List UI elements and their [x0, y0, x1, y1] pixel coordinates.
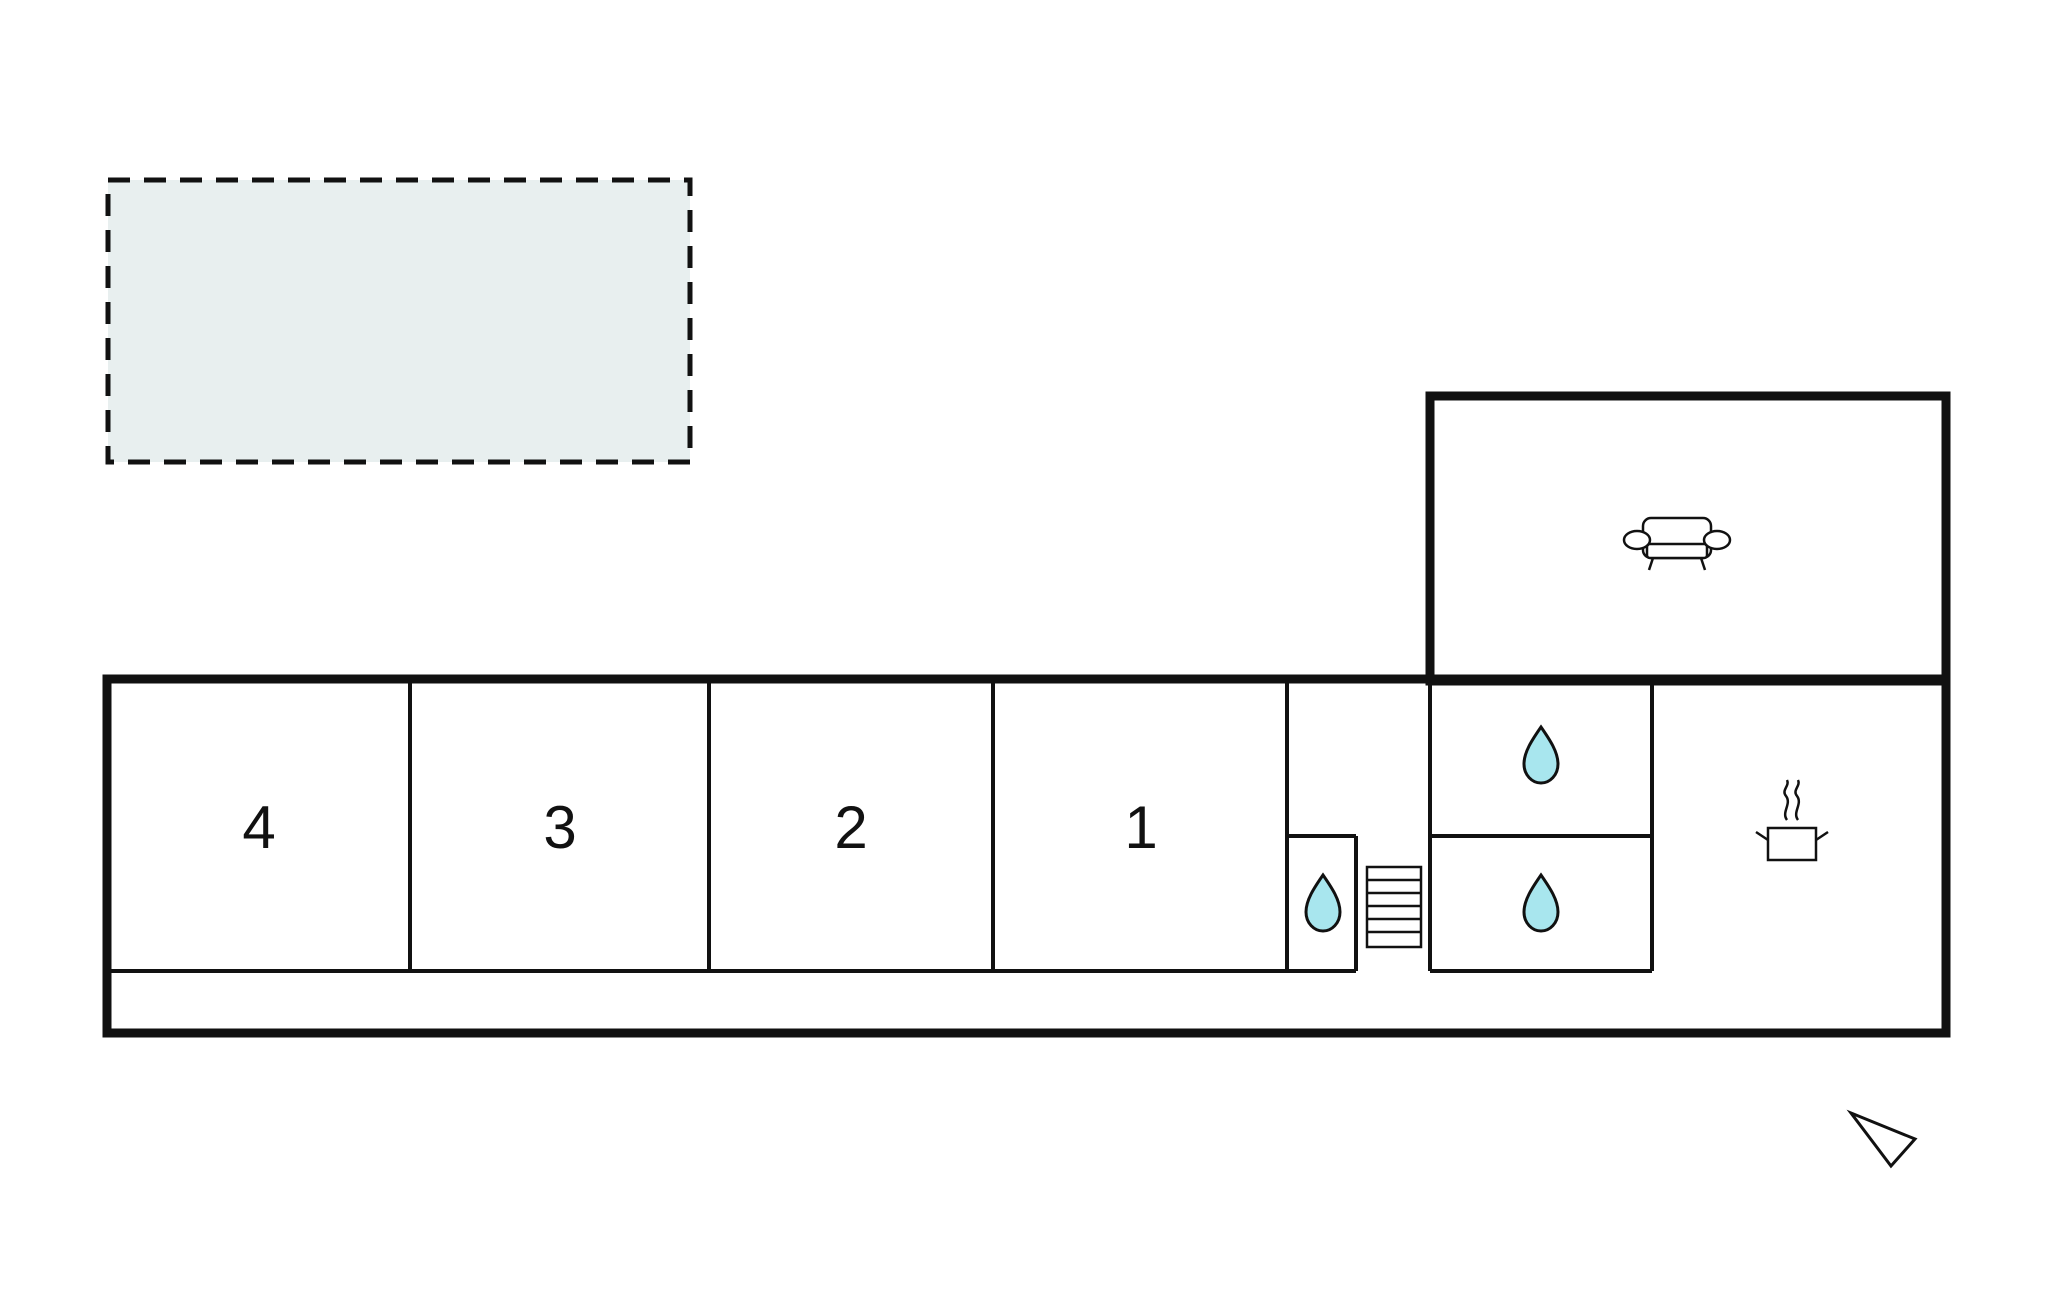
room-label-4: 4	[242, 794, 275, 861]
interior-walls	[110, 679, 1943, 973]
sofa-icon	[1622, 516, 1732, 571]
water-drop-icon	[1522, 872, 1560, 933]
room-label-3: 3	[543, 794, 576, 861]
cooking-pot-icon	[1755, 779, 1829, 862]
room-label-1: 1	[1124, 794, 1157, 861]
stairs-icon	[1365, 865, 1423, 949]
room-label-2: 2	[834, 794, 867, 861]
north-arrow-icon	[1846, 1109, 1918, 1169]
water-drop-icon	[1522, 724, 1560, 785]
main-building	[102, 674, 1951, 1038]
terrace-area	[105, 177, 693, 465]
water-drop-icon	[1304, 872, 1342, 933]
